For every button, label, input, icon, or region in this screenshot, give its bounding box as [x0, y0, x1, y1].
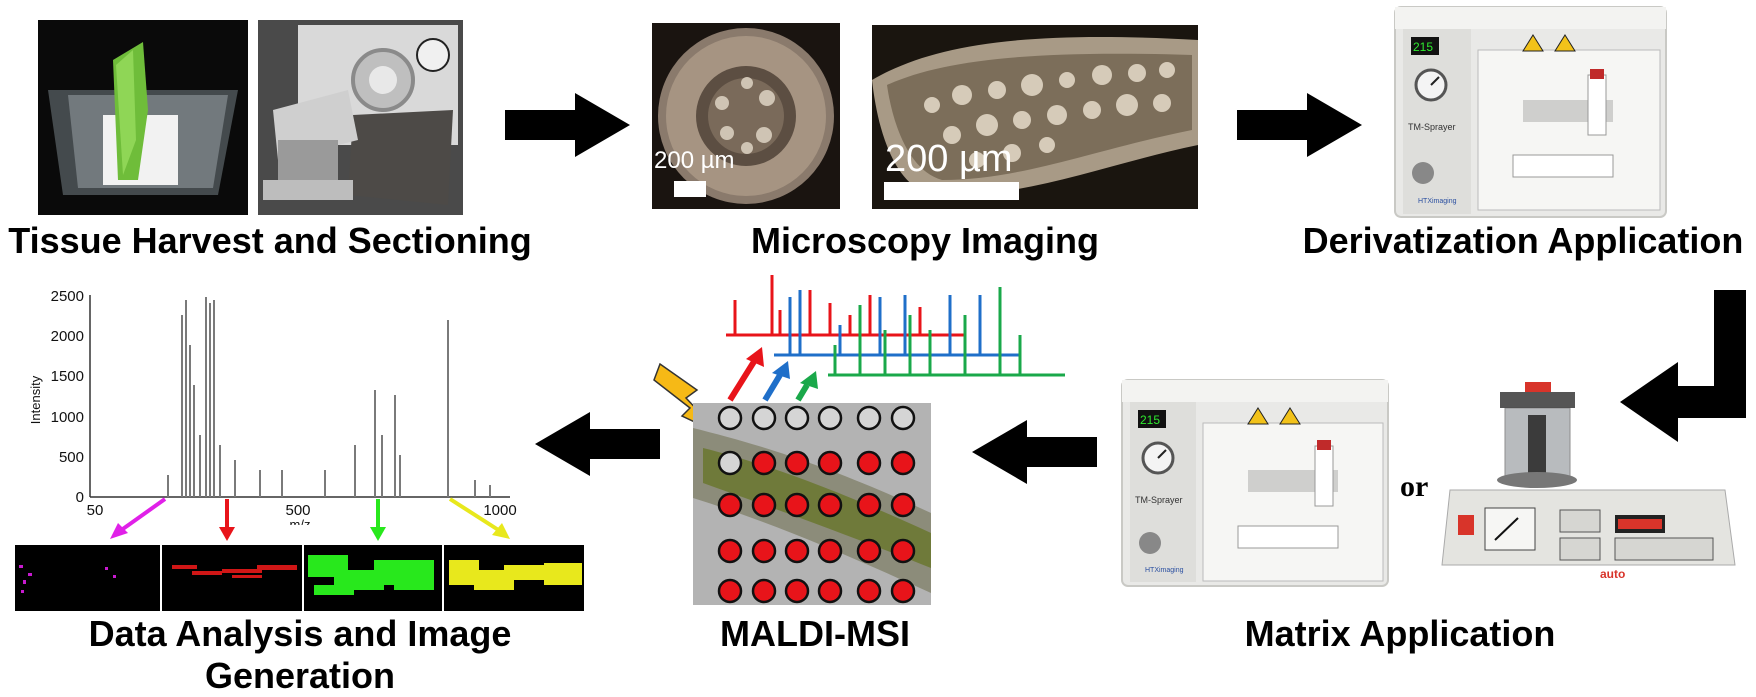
y-tick-label: 500 — [59, 449, 84, 466]
x-tick-label: 1000 — [483, 502, 516, 519]
cryostat-photo — [258, 20, 463, 215]
sprayer-maker-label: HTXimaging — [1418, 198, 1457, 205]
matrix-sprayer-maker-label: HTXimaging — [1145, 567, 1184, 574]
y-tick-label: 2000 — [51, 328, 84, 345]
ion-image-yellow — [444, 545, 584, 611]
stage-label-analysis-line2: Generation — [204, 655, 396, 696]
stage-label-tissue-harvest: Tissue Harvest and Sectioning — [8, 220, 532, 261]
stage-label-matrix: Matrix Application — [1244, 613, 1556, 654]
stage-label-microscopy: Microscopy Imaging — [750, 220, 1100, 261]
flow-arrow-right-1 — [505, 93, 630, 157]
y-tick-label: 2500 — [51, 288, 84, 305]
maldi-raster-tissue-image — [693, 403, 931, 605]
sprayer-brand-label: TM-Sprayer — [1408, 122, 1456, 132]
y-tick-label: 0 — [76, 489, 84, 506]
sputter-coater-photo: auto — [1440, 380, 1740, 590]
ion-emission-arrows — [727, 347, 818, 402]
maldi-mass-spectra-illustration — [726, 275, 1065, 377]
x-tick-label: 500 — [285, 502, 310, 519]
matrix-sprayer-display-readout: 215 — [1140, 413, 1160, 427]
flow-arrow-left-1 — [972, 420, 1097, 484]
flow-arrow-right-2 — [1237, 93, 1362, 157]
matrix-sprayer-photo: 215 TM-Sprayer HTXimaging — [1120, 378, 1390, 590]
x-axis-label: m/z — [290, 517, 311, 525]
flow-arrow-down-left — [1620, 290, 1746, 442]
y-tick-label: 1500 — [51, 368, 84, 385]
x-tick-label: 50 — [87, 502, 104, 519]
or-label: or — [1400, 470, 1429, 503]
microscopy-cross-section-image: 200 µm — [652, 23, 840, 209]
scalebar-label-large: 200 µm — [885, 138, 1013, 180]
microscopy-leaf-section-image: 200 µm — [872, 25, 1198, 209]
flow-arrow-left-2 — [535, 412, 660, 476]
coater-brand-label: auto — [1600, 567, 1625, 581]
stage-label-derivatization: Derivatization Application — [1302, 220, 1744, 261]
derivatization-sprayer-photo: 215 TM-Sprayer HTXimaging — [1393, 5, 1668, 220]
ion-image-magenta — [15, 545, 160, 611]
stage-label-maldi: MALDI-MSI — [720, 613, 910, 654]
ion-image-red — [162, 545, 302, 611]
ion-image-green — [304, 545, 442, 611]
stage-label-analysis-line1: Data Analysis and Image — [88, 613, 512, 654]
stage-label-analysis: Data Analysis and Image Generation — [40, 613, 560, 697]
tissue-harvest-photo — [38, 20, 248, 215]
matrix-sprayer-brand-label: TM-Sprayer — [1135, 495, 1183, 505]
mass-spectrum-plot: 0 500 1000 1500 2000 2500 Intensity 50 5… — [28, 288, 517, 525]
y-tick-label: 1000 — [51, 409, 84, 426]
sprayer-display-readout: 215 — [1413, 40, 1433, 54]
scalebar-label-small: 200 µm — [654, 147, 735, 174]
y-axis-label: Intensity — [28, 375, 43, 424]
ion-image-extraction-arrows — [110, 497, 510, 541]
